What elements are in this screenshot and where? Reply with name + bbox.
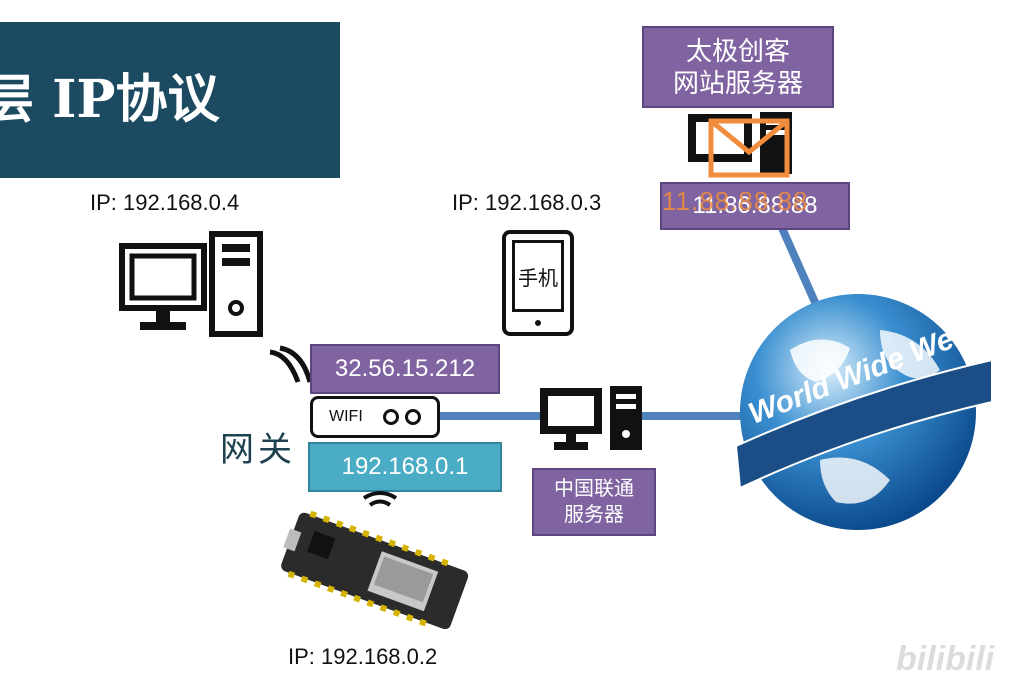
server-ip-box: 11.86.88.88 xyxy=(660,182,850,230)
slide-title: 层 IP协议 xyxy=(0,69,220,130)
esp8266-board-icon xyxy=(281,510,469,630)
router-public-ip-box: 32.56.15.212 xyxy=(310,344,500,394)
wifi-label: WIFI xyxy=(329,408,363,425)
server-line2: 网站服务器 xyxy=(672,68,803,98)
phone-screen: 手机 xyxy=(512,240,564,312)
board-ip-label: IP: 192.168.0.2 xyxy=(288,644,438,669)
pc-ip-label: IP: 192.168.0.4 xyxy=(90,190,240,215)
router-lan-ip-box: 192.168.0.1 xyxy=(308,442,502,492)
wifi-router: WIFI xyxy=(310,396,440,438)
server-ip: 11.86.88.88 xyxy=(692,192,818,219)
bilibili-watermark: bilibili xyxy=(896,640,995,678)
gateway-label: 网关 xyxy=(220,430,296,470)
pc-wifi-signal-icon xyxy=(269,345,313,383)
server-ip-overlay: 11.88.88.88 xyxy=(662,186,809,216)
phone-home-dot xyxy=(535,320,541,326)
phone-icon: 手机 xyxy=(502,230,574,336)
router-lights-icon xyxy=(383,409,421,425)
isp-computer-icon xyxy=(540,386,642,450)
isp-line1: 中国联通 xyxy=(554,478,634,500)
slide-title-banner: 层 IP协议 xyxy=(0,22,340,178)
router-public-ip: 32.56.15.212 xyxy=(334,355,476,382)
phone-ip-label: IP: 192.168.0.3 xyxy=(452,190,602,215)
envelope-icon xyxy=(708,118,790,178)
server-line1: 太极创客 xyxy=(685,36,790,66)
router-lan-ip: 192.168.0.1 xyxy=(341,453,469,480)
globe-icon xyxy=(734,294,993,530)
desktop-computer-icon xyxy=(119,231,263,337)
phone-label: 手机 xyxy=(518,267,558,290)
router-wifi-signal-icon xyxy=(362,491,398,507)
isp-line2: 服务器 xyxy=(564,504,624,526)
isp-server-box: 中国联通 服务器 xyxy=(532,468,656,536)
website-server-box: 太极创客 网站服务器 xyxy=(642,26,834,108)
